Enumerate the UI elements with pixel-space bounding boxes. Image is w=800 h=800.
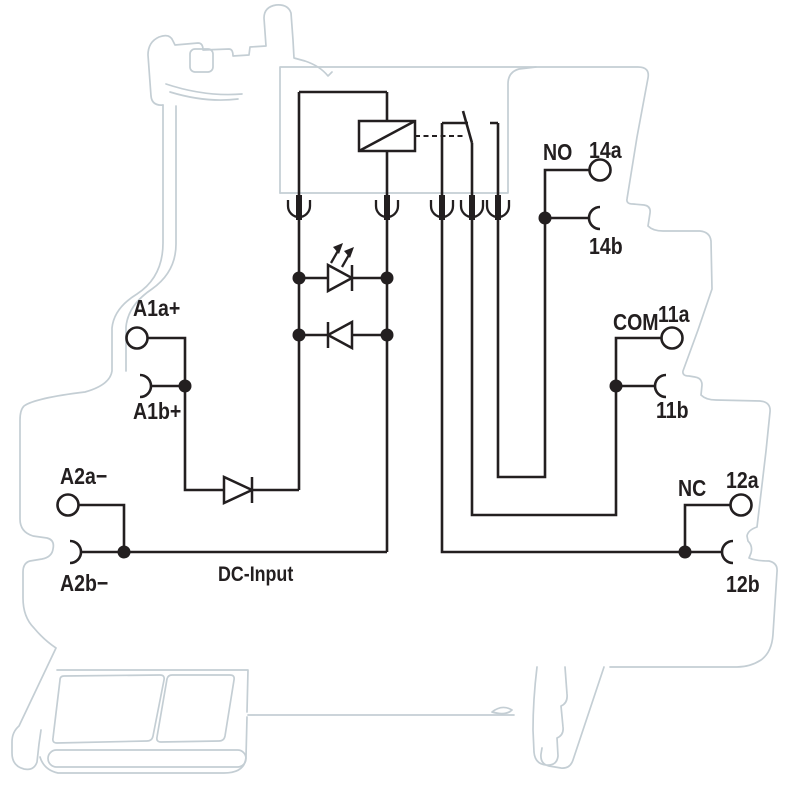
terminal-a2b-socket — [69, 539, 83, 565]
circuit — [56, 90, 753, 565]
release-lever — [147, 4, 333, 106]
socket-arc — [374, 200, 400, 219]
terminal-14b-socket — [587, 205, 601, 231]
label-14a: 14a — [589, 138, 622, 164]
module-housing-outline — [11, 4, 778, 774]
socket-arc — [459, 200, 485, 219]
lever-spring-arcs — [165, 83, 243, 101]
label-nc: NC — [678, 476, 706, 502]
label-no: NO — [543, 140, 572, 166]
label-dc-input: DC-Input — [218, 563, 294, 587]
lever-hole — [189, 48, 214, 73]
label-12a: 12a — [726, 468, 759, 494]
terminal-11b-socket — [653, 373, 667, 399]
freewheel-diode — [299, 319, 387, 351]
label-11b: 11b — [656, 398, 689, 424]
com-terminal-wire — [614, 336, 661, 388]
led-indicator — [299, 243, 387, 294]
label-com: COM — [613, 310, 659, 336]
socket-arc — [286, 200, 312, 219]
housing-right-profile — [279, 66, 778, 668]
terminal-a2a-socket — [56, 493, 80, 517]
label-11a: 11a — [658, 302, 690, 328]
mounting-foot — [39, 669, 249, 774]
no-path-wire — [496, 218, 547, 479]
terminal-11a-socket — [660, 326, 684, 350]
terminal-12a-socket — [729, 493, 753, 517]
blocking-diode — [222, 475, 255, 505]
junction-dots — [117, 211, 692, 559]
socket-arc — [485, 200, 511, 219]
led-arrow-head — [344, 247, 354, 258]
label-a1a: A1a+ — [133, 296, 180, 322]
label-a2b: A2b− — [60, 571, 108, 597]
din-rail-hook — [491, 706, 513, 715]
din-clip — [532, 666, 605, 769]
a2-wire — [79, 503, 126, 554]
foot-slot — [47, 749, 247, 768]
foot-panel-left — [51, 674, 166, 744]
relay-plug-pins — [286, 195, 511, 220]
label-a2a: A2a− — [60, 464, 107, 490]
changeover-contact — [440, 110, 500, 196]
terminal-a1a-socket — [125, 326, 149, 350]
no-terminal-wire — [543, 168, 589, 220]
socket-arc — [429, 200, 455, 219]
nc-path-wire — [440, 219, 685, 554]
terminal-12b-socket — [720, 539, 734, 565]
relay-compartment-outline — [279, 66, 537, 194]
foot-panel-right — [155, 674, 236, 743]
contact-blade — [461, 110, 474, 144]
labels: A1a+ A1b+ A2a− A2b− DC-Input NO 14a 14b … — [60, 138, 760, 598]
terminal-a1b-socket — [139, 373, 153, 399]
relay-coil — [357, 119, 417, 153]
label-a1b: A1b+ — [133, 399, 181, 425]
com-path-wire — [470, 219, 618, 517]
label-12b: 12b — [726, 572, 760, 598]
label-14b: 14b — [589, 234, 623, 260]
terminal-14a-socket — [588, 158, 612, 182]
housing-left-profile — [11, 104, 164, 771]
housing-left-inner-wall — [125, 105, 177, 372]
led-arrow-head — [333, 243, 343, 254]
